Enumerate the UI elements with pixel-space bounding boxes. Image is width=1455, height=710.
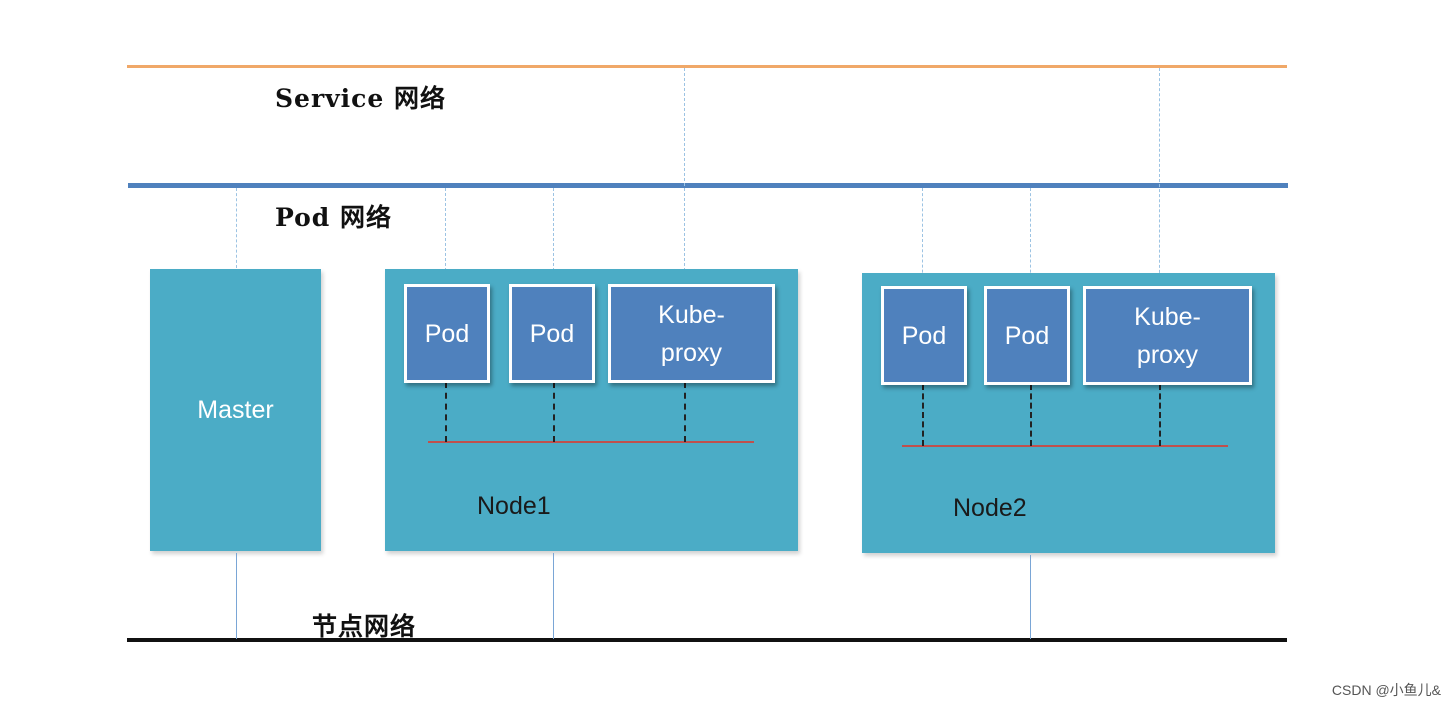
kube-proxy-label: Kube- proxy <box>658 300 725 367</box>
node2-pod1-connector <box>922 188 923 288</box>
node1-pod2-link <box>553 382 555 442</box>
node2-pod2-connector <box>1030 188 1031 288</box>
node2-internal-line <box>902 445 1228 447</box>
master-box: Master <box>150 269 321 551</box>
node1-pod-2: Pod <box>509 284 595 383</box>
watermark: CSDN @小鱼儿& <box>1331 682 1441 698</box>
node1-pod2-connector <box>553 188 554 286</box>
pod-label: Pod <box>529 319 575 348</box>
service-network-line <box>127 65 1287 68</box>
node2-kube-proxy: Kube- proxy <box>1083 286 1252 385</box>
pod-network-line <box>128 183 1288 188</box>
node-network-label: 节点网络 <box>312 612 417 641</box>
node2-pod2-link <box>1030 384 1032 446</box>
node1-pod-1: Pod <box>404 284 490 383</box>
node1-proxy-link <box>684 382 686 442</box>
node2-label: Node2 <box>953 494 1027 522</box>
node2-proxy-service-connector <box>1159 68 1160 288</box>
node1-proxy-service-connector <box>684 68 685 286</box>
node1-kube-proxy: Kube- proxy <box>608 284 775 383</box>
node1-pod1-connector <box>445 188 446 286</box>
node1-pod1-link <box>445 382 447 442</box>
master-node-net-connector <box>236 553 237 639</box>
node2-node-net-connector <box>1030 555 1031 639</box>
node1-label: Node1 <box>477 492 551 520</box>
pod-label: Pod <box>901 321 947 350</box>
node2-pod-2: Pod <box>984 286 1070 385</box>
node1-node-net-connector <box>553 553 554 639</box>
node2-pod1-link <box>922 384 924 446</box>
node2-proxy-link <box>1159 384 1161 446</box>
pod-label: Pod <box>424 319 470 348</box>
master-label: Master <box>197 396 274 424</box>
master-pod-connector <box>236 188 237 268</box>
node2-pod-1: Pod <box>881 286 967 385</box>
node1-internal-line <box>428 441 754 443</box>
kube-proxy-label: Kube- proxy <box>1134 302 1201 369</box>
node-network-line <box>127 638 1287 642</box>
pod-label: Pod <box>1004 321 1050 350</box>
pod-network-label: Pod 网络 <box>275 203 392 232</box>
service-network-label: Service 网络 <box>275 84 446 113</box>
